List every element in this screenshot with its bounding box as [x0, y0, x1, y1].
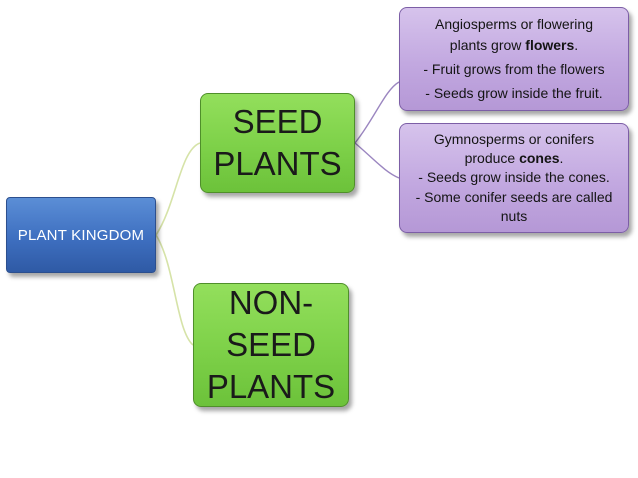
seed-plants-line-2: PLANTS	[213, 145, 342, 182]
angiosperms-line-3: - Fruit grows from the flowers	[423, 61, 605, 77]
seed-plants-node: SEED PLANTS	[200, 93, 355, 193]
non-seed-plants-line-2: SEED	[226, 325, 316, 363]
connector-root-to-seed-plants	[155, 142, 201, 236]
angiosperms-line-1: Angiosperms or flowering	[435, 15, 593, 32]
angiosperms-line-2: plants grow flowers.	[450, 36, 578, 55]
connector-seed-to-gymnosperms	[354, 142, 400, 179]
gymnosperms-line-5: nuts	[500, 207, 528, 224]
seed-plants-line-1: SEED	[232, 102, 323, 140]
angiosperms-line-4: - Seeds grow inside the fruit.	[425, 85, 603, 102]
gymnosperms-cones-emphasis: cones	[519, 150, 560, 167]
connector-seed-to-angiosperms	[354, 81, 400, 144]
angiosperms-line-2-suffix: .	[574, 36, 579, 53]
non-seed-plants-line-1: NON-	[228, 283, 314, 321]
gymnosperms-line-2: produce cones.	[465, 149, 564, 168]
connector-root-to-non-seed-plants	[155, 234, 194, 346]
plant-kingdom-node: PLANT KINGDOM	[6, 197, 156, 273]
gymnosperms-line-4: - Some conifer seeds are called	[415, 188, 613, 205]
angiosperms-line-2-prefix: plants grow	[449, 36, 526, 53]
gymnosperms-line-1: Gymnosperms or conifers	[433, 131, 595, 148]
gymnosperms-line-3: - Seeds grow inside the cones.	[418, 169, 610, 186]
non-seed-plants-node: NON- SEED PLANTS	[193, 283, 349, 407]
gymnosperms-node: Gymnosperms or conifers produce cones. -…	[399, 123, 629, 233]
angiosperms-flowers-emphasis: flowers	[525, 36, 575, 53]
angiosperms-node: Angiosperms or flowering plants grow flo…	[399, 7, 629, 111]
plant-kingdom-label: PLANT KINGDOM	[17, 226, 145, 244]
gymnosperms-line-2-prefix: produce	[464, 150, 520, 167]
non-seed-plants-line-3: PLANTS	[206, 368, 336, 406]
gymnosperms-line-2-suffix: .	[559, 150, 564, 167]
